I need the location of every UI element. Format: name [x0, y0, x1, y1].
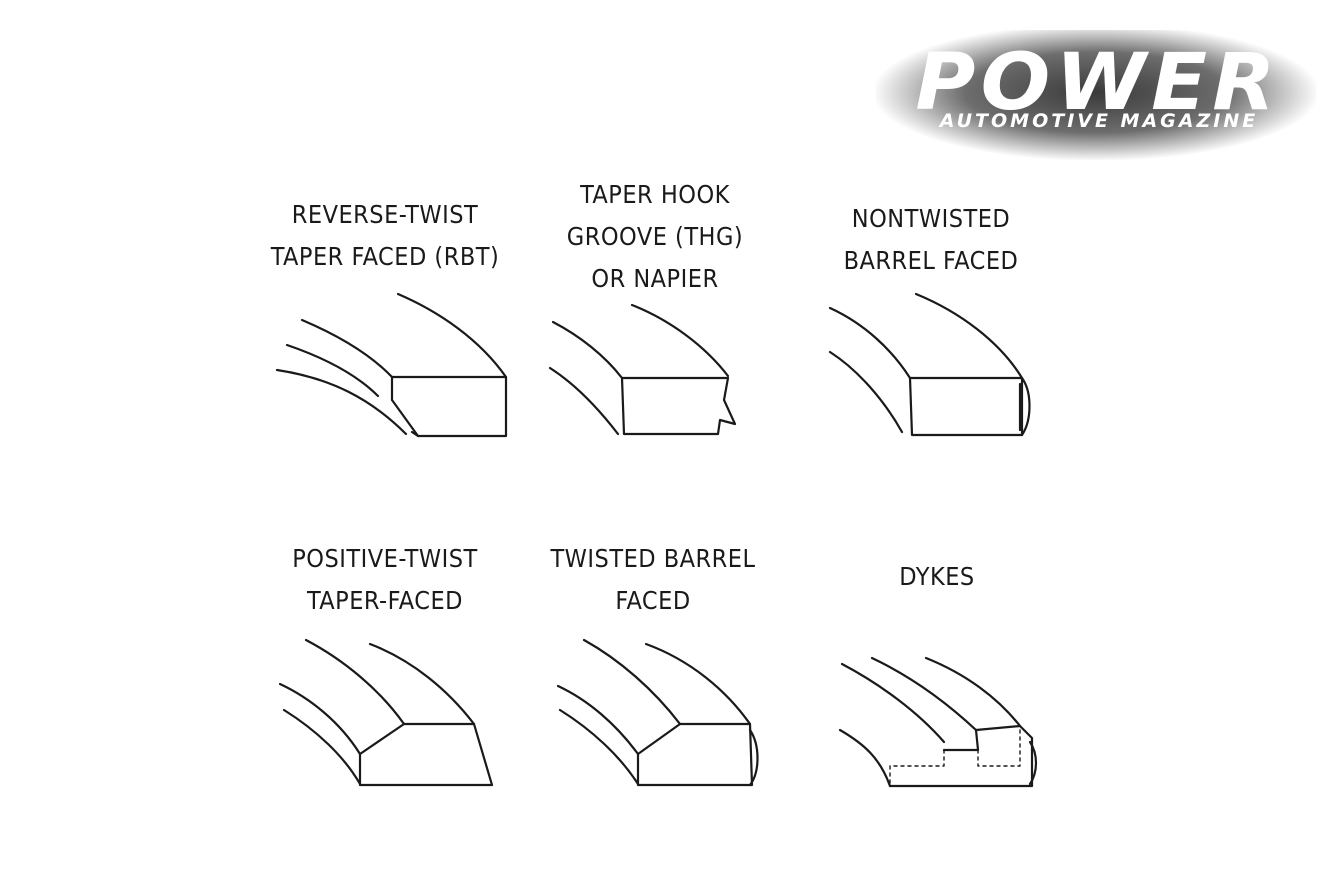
label-dykes: DYKES: [899, 562, 975, 591]
logo-subtitle: AUTOMOTIVE MAGAZINE: [939, 110, 1259, 132]
ring-reverse-twist-drawing: [275, 292, 508, 438]
label-nontwisted-barrel: NONTWISTED BARREL FACED: [843, 204, 1019, 275]
ring-nontwisted-barrel-drawing: [828, 292, 1031, 437]
ring-taper-hook-groove-drawing: [548, 303, 737, 436]
label-taper-hook-groove: TAPER HOOK GROOVE (THG) OR NAPIER: [566, 180, 744, 293]
ring-dykes-drawing: [838, 656, 1038, 788]
logo-title: POWER: [915, 38, 1281, 128]
power-magazine-logo: POWER AUTOMOTIVE MAGAZINE: [876, 30, 1316, 160]
label-twisted-barrel: TWISTED BARREL FACED: [550, 544, 756, 615]
ring-positive-twist-drawing: [278, 638, 494, 787]
ring-twisted-barrel-drawing: [556, 638, 759, 787]
label-reverse-twist: REVERSE-TWIST TAPER FACED (RBT): [270, 200, 500, 271]
label-positive-twist: POSITIVE-TWIST TAPER-FACED: [292, 544, 478, 615]
logo-glow: [876, 30, 1316, 160]
